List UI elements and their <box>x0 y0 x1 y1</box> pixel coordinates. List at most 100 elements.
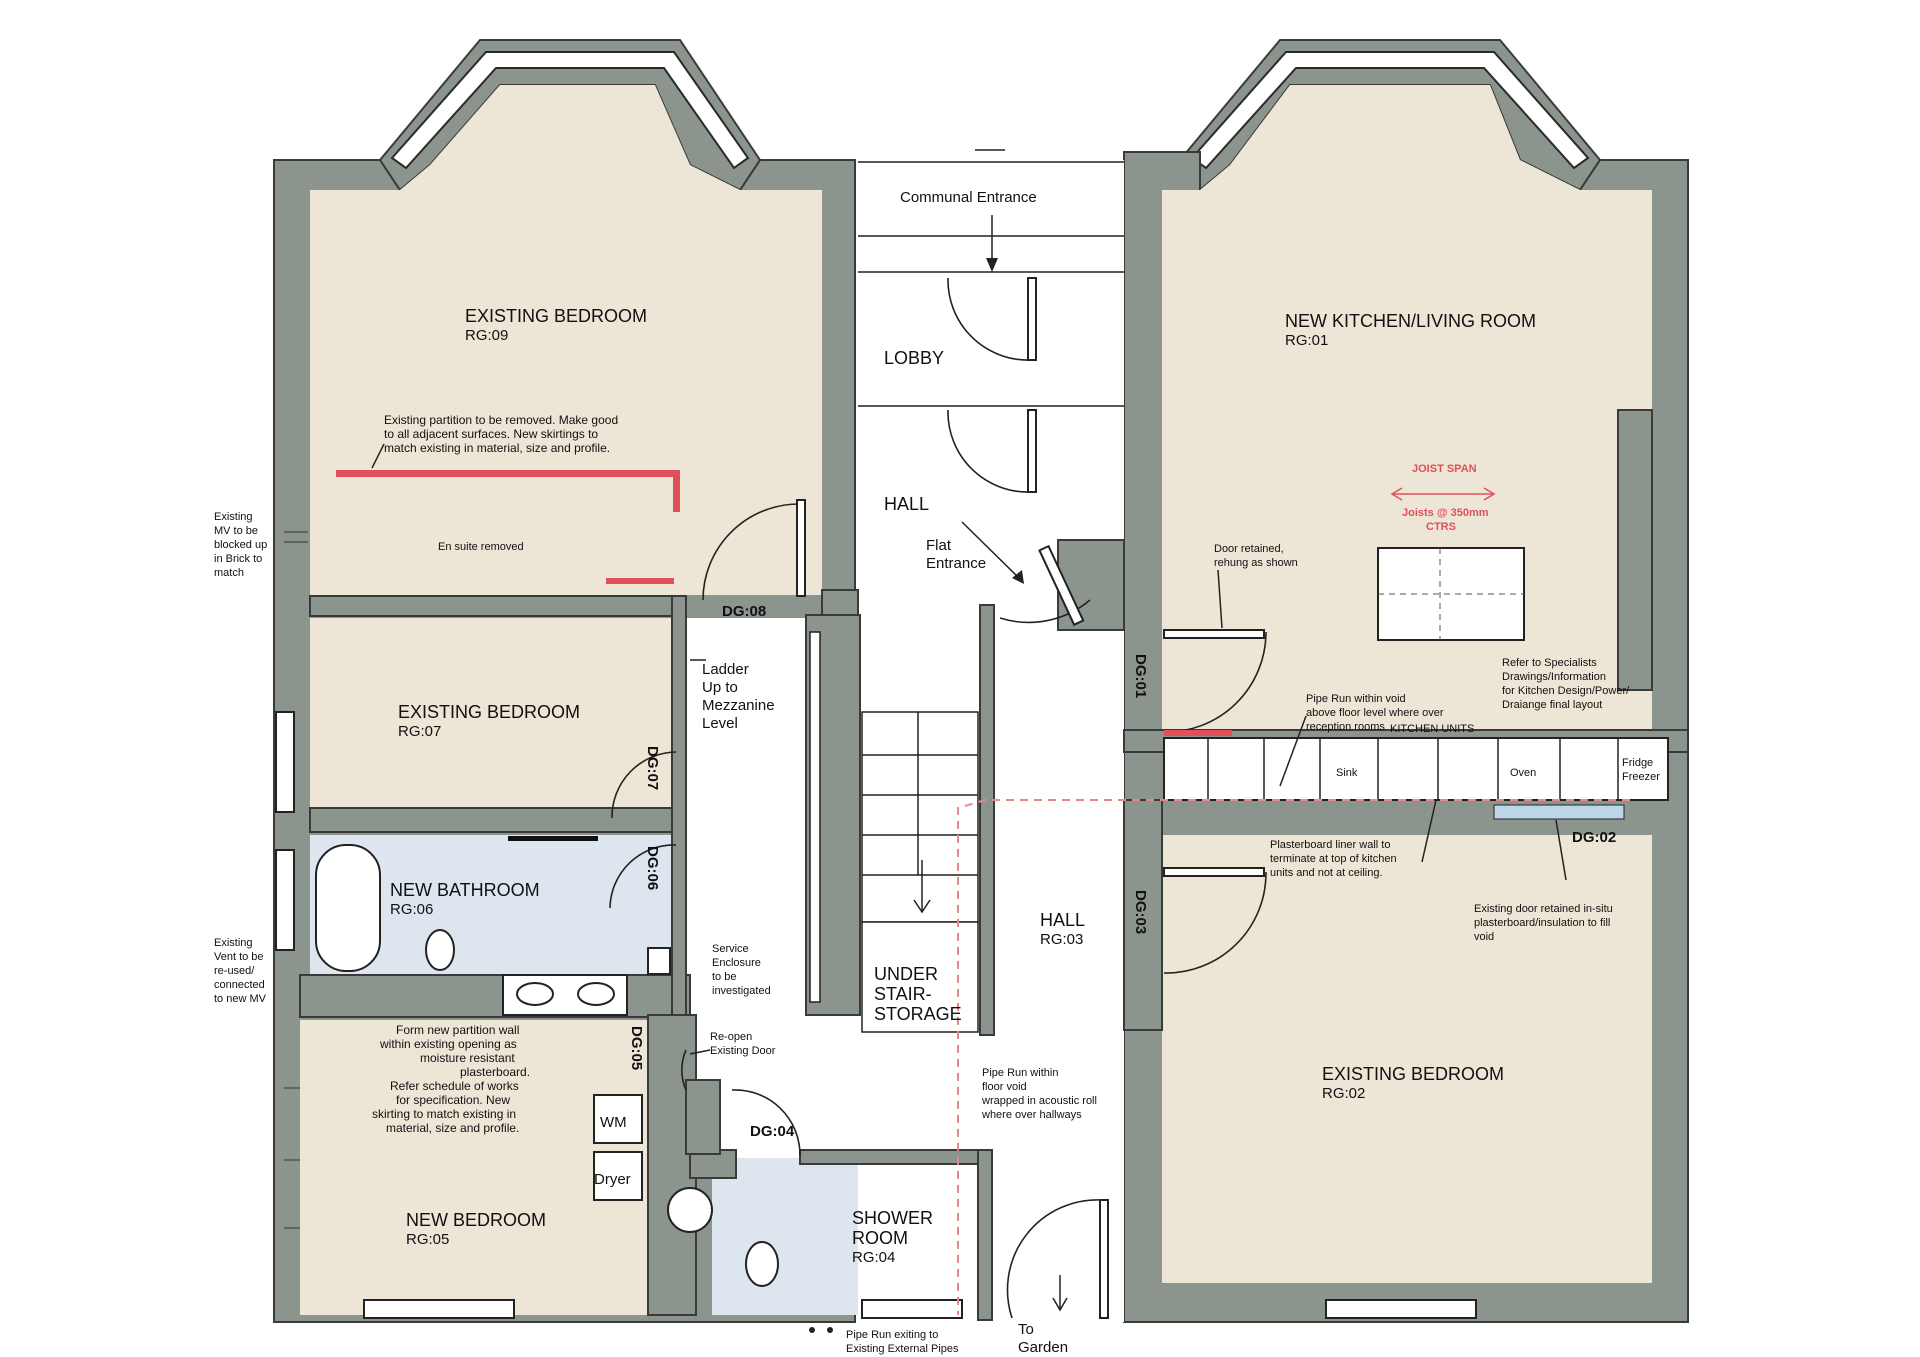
leader-lines <box>371 443 1567 1055</box>
note-specialists-3: for Kitchen Design/Power/ <box>1502 685 1630 697</box>
room-rg01-code: RG:01 <box>1285 332 1328 349</box>
room-rg03-code: RG:03 <box>1040 931 1083 948</box>
note-form-partition-2: within existing opening as <box>379 1037 517 1051</box>
mv-vent-marks <box>284 531 308 1229</box>
room-rg02-name: EXISTING BEDROOM <box>1322 1064 1504 1084</box>
door-dg07: DG:07 <box>644 746 661 790</box>
door-dg04: DG:04 <box>750 1123 795 1140</box>
note-pipe-floor-1: Pipe Run within <box>982 1067 1058 1079</box>
note-door-retained-1: Door retained, <box>1214 543 1284 555</box>
joists-line2: CTRS <box>1426 521 1456 533</box>
note-existing-vent-5: to new MV <box>214 993 267 1005</box>
door-dg03: DG:03 <box>1132 890 1149 934</box>
joists-line1: Joists @ 350mm <box>1402 507 1489 519</box>
room-rg09-name: EXISTING BEDROOM <box>465 306 647 326</box>
room-rg03-name: HALL <box>1040 910 1085 930</box>
note-form-partition-3: moisture resistant <box>420 1051 515 1065</box>
lobby-label: LOBBY <box>884 348 944 368</box>
room-rg04-code: RG:04 <box>852 1249 895 1266</box>
note-pipe-exit-1: Pipe Run exiting to <box>846 1329 938 1341</box>
under-stair-line2: STAIR- <box>874 984 932 1004</box>
note-partition-2: to all adjacent surfaces. New skirtings … <box>384 427 598 441</box>
room-rg02-code: RG:02 <box>1322 1085 1365 1102</box>
door-dg06: DG:06 <box>644 846 661 890</box>
fridge-freezer-line1: Fridge <box>1622 757 1653 769</box>
note-pipe-floor-2: floor void <box>982 1081 1027 1093</box>
note-form-partition-6: for specification. New <box>396 1093 510 1107</box>
note-form-partition-7: skirting to match existing in <box>372 1107 516 1121</box>
note-existing-vent-1: Existing <box>214 937 253 949</box>
sink-label: Sink <box>1336 767 1358 779</box>
kitchen-units <box>1163 737 1669 820</box>
note-specialists-4: Draiange final layout <box>1502 699 1602 711</box>
pipe-run <box>957 799 1630 1315</box>
ladder-line3: Mezzanine <box>702 697 775 714</box>
room-rg02 <box>1162 835 1652 1283</box>
joist-span-arrow <box>1390 487 1496 501</box>
note-liner-wall-2: terminate at top of kitchen <box>1270 853 1397 865</box>
note-existing-mv-5: match <box>214 567 244 579</box>
room-rg06-code: RG:06 <box>390 901 433 918</box>
note-existing-vent-2: Vent to be <box>214 951 264 963</box>
room-rg01-name: NEW KITCHEN/LIVING ROOM <box>1285 311 1536 331</box>
note-pipe-above-3: reception rooms <box>1306 721 1385 733</box>
note-existing-door-3: void <box>1474 931 1494 943</box>
note-pipe-above-2: above floor level where over <box>1306 707 1444 719</box>
note-pipe-above-1: Pipe Run within void <box>1306 693 1406 705</box>
note-form-partition-5: Refer schedule of works <box>390 1079 519 1093</box>
washing-machine-label: WM <box>600 1114 627 1131</box>
note-form-partition-1: Form new partition wall <box>396 1023 519 1037</box>
ladder-line1: Ladder <box>702 661 749 678</box>
note-form-partition-4: plasterboard. <box>460 1065 530 1079</box>
room-rg07 <box>310 618 678 818</box>
note-form-partition-8: material, size and profile. <box>386 1121 519 1135</box>
under-stair-line3: STORAGE <box>874 1004 962 1024</box>
note-ensuite: En suite removed <box>438 541 524 553</box>
lobby-doors <box>947 277 1037 493</box>
room-rg09 <box>310 190 822 595</box>
left-windows <box>275 711 1477 1319</box>
room-rg09-code: RG:09 <box>465 327 508 344</box>
note-partition-1: Existing partition to be removed. Make g… <box>384 413 618 427</box>
room-rg05-code: RG:05 <box>406 1231 449 1248</box>
note-service-1: Service <box>712 943 749 955</box>
note-pipe-exit-2: Existing External Pipes <box>846 1343 959 1355</box>
hall-label: HALL <box>884 494 929 514</box>
note-existing-mv-3: blocked up <box>214 539 267 551</box>
room-rg07-code: RG:07 <box>398 723 441 740</box>
removed-partitions <box>336 470 1232 736</box>
fridge-freezer-line2: Freezer <box>1622 771 1660 783</box>
note-service-2: Enclosure <box>712 957 761 969</box>
flat-entrance-line2: Entrance <box>926 555 986 572</box>
ladder-line4: Level <box>702 715 738 732</box>
door-dg01: DG:01 <box>1132 654 1149 698</box>
joist-span-label: JOIST SPAN <box>1412 463 1477 475</box>
note-pipe-floor-3: wrapped in acoustic roll <box>981 1095 1097 1107</box>
communal-entrance-label: Communal Entrance <box>900 189 1037 206</box>
note-specialists-1: Refer to Specialists <box>1502 657 1597 669</box>
note-pipe-floor-4: where over hallways <box>981 1109 1082 1121</box>
door-dg08: DG:08 <box>722 603 766 620</box>
note-reopen-1: Re-open <box>710 1031 752 1043</box>
under-stair-line1: UNDER <box>874 964 938 984</box>
bathroom-fixtures <box>315 836 779 1287</box>
ladder-line2: Up to <box>702 679 738 696</box>
note-reopen-2: Existing Door <box>710 1045 776 1057</box>
note-partition-3: match existing in material, size and pro… <box>384 441 610 455</box>
oven-label: Oven <box>1510 767 1536 779</box>
door-dg05: DG:05 <box>628 1026 645 1070</box>
room-rg05 <box>300 1020 648 1315</box>
door-dg02: DG:02 <box>1572 829 1616 846</box>
flat-entrance-door <box>961 521 1091 627</box>
room-rg04-line2: ROOM <box>852 1228 908 1248</box>
flat-entrance-line1: Flat <box>926 537 952 554</box>
note-service-4: investigated <box>712 985 771 997</box>
dryer-label: Dryer <box>594 1171 631 1188</box>
note-existing-mv-4: in Brick to <box>214 553 262 565</box>
note-existing-vent-4: connected <box>214 979 265 991</box>
room-rg06-name: NEW BATHROOM <box>390 880 540 900</box>
note-existing-mv-2: MV to be <box>214 525 258 537</box>
note-liner-wall-3: units and not at ceiling. <box>1270 867 1383 879</box>
note-existing-mv-1: Existing <box>214 511 253 523</box>
